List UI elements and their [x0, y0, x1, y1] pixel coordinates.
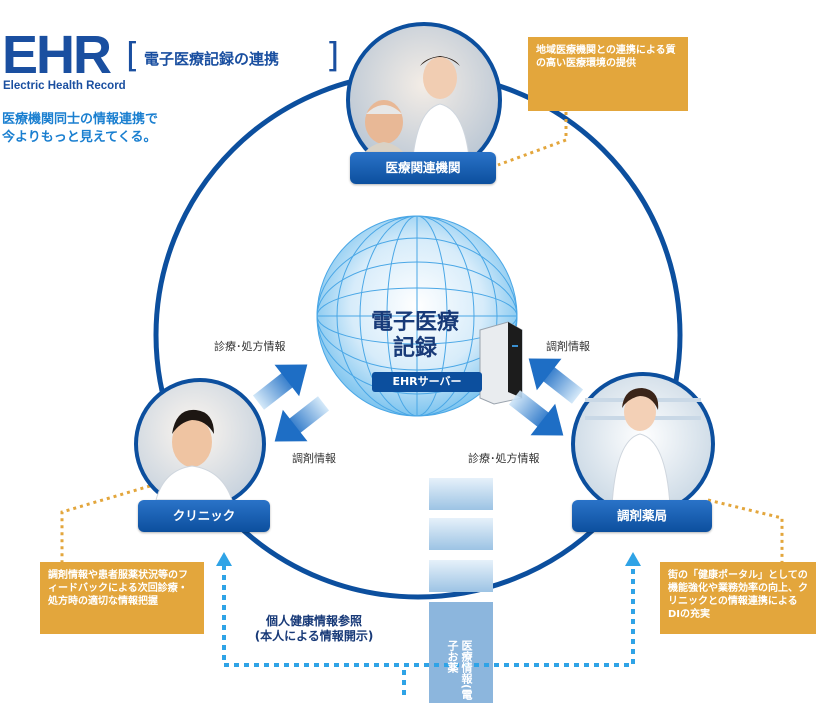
pillar-text-col2: (電子お薬: [446, 640, 473, 701]
personal-info-line1: 個人健康情報参照: [265, 614, 362, 628]
center-title-line2: 記録: [392, 336, 437, 361]
header-title-text: 電子医療記録の連携: [144, 50, 280, 68]
header-title: [ 電子医療記録の連携 ]: [126, 36, 339, 76]
flow-label-right-up: 調剤情報: [546, 340, 590, 353]
photo-clinic: [134, 378, 266, 510]
note-clinic: 調剤情報や患者服薬状況等のフィードバックによる次回診療・処方時の適切な情報把握: [40, 562, 204, 634]
node-pharmacy[interactable]: 調剤薬局: [572, 500, 712, 532]
center-title: 電子医療 記録: [360, 310, 470, 362]
globe: [316, 215, 518, 417]
bracket-close: ]: [326, 36, 340, 76]
info-pillar: [429, 478, 493, 703]
pillar-text: 医療情報(電子お薬: [445, 640, 473, 703]
note-connectors: [60, 112, 784, 562]
ehr-server-label: EHRサーバー: [372, 372, 482, 392]
note-pharmacy: 街の「健康ポータル」としての機能強化や業務効率の向上、クリニックとの情報連携によ…: [660, 562, 816, 634]
arrowhead-left-up: [216, 552, 232, 566]
bracket-open: [: [126, 36, 140, 76]
tagline-line1: 医療機関同士の情報連携で: [2, 112, 159, 127]
server-icon: [479, 321, 523, 405]
logo-subtitle: Electric Health Record: [3, 80, 126, 92]
pillar-text-col1: 医療情報: [460, 640, 473, 684]
personal-info-loop: [222, 565, 635, 700]
node-medical-institution[interactable]: 医療関連機関: [350, 152, 496, 184]
tagline-line2: 今よりもっと見えてくる。: [2, 130, 157, 145]
tagline: 医療機関同士の情報連携で 今よりもっと見えてくる。: [2, 111, 158, 147]
flow-label-right-down: 診療･処方情報: [468, 452, 540, 465]
node-clinic[interactable]: クリニック: [138, 500, 270, 532]
note-medical-institution: 地域医療機関との連携による質の高い医療環境の提供: [528, 37, 688, 111]
photo-pharmacy: [571, 372, 715, 516]
flow-arrows: [252, 358, 584, 442]
personal-info-line2: (本人による情報開示): [254, 629, 374, 643]
arrowhead-right-up: [625, 552, 641, 566]
ehr-logo: EHR: [2, 25, 112, 85]
center-title-line1: 電子医療: [370, 310, 459, 335]
personal-info-label: 個人健康情報参照 (本人による情報開示): [234, 614, 394, 644]
flow-label-left-down: 調剤情報: [292, 452, 336, 465]
flow-label-left-up: 診療･処方情報: [214, 340, 286, 353]
